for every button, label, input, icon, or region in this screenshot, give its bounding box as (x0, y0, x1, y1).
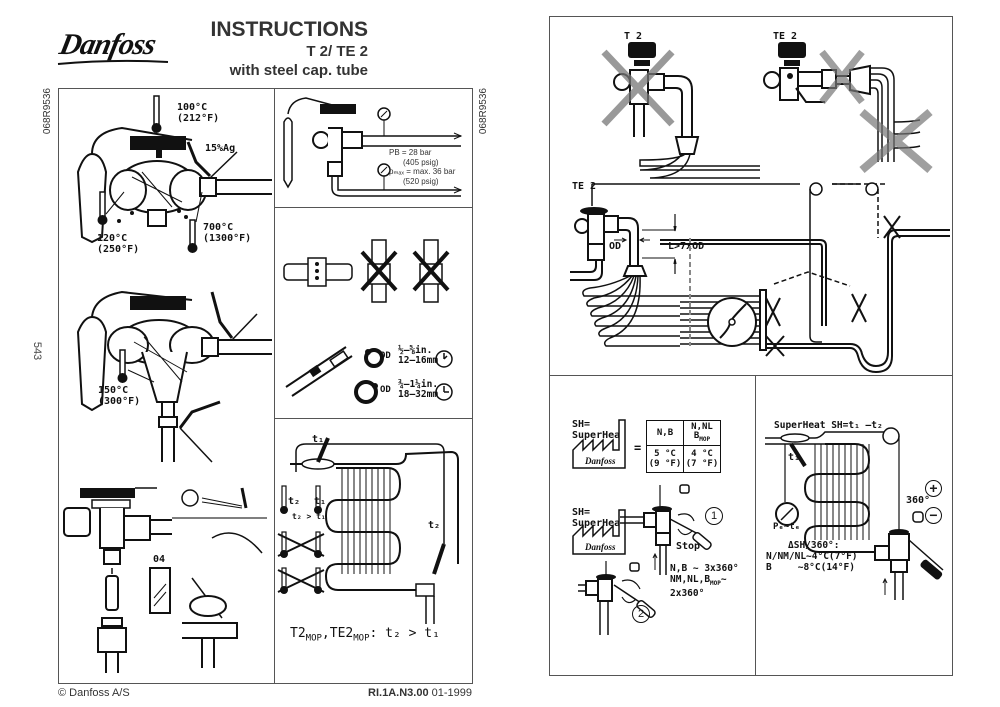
te2-valve-wrong-routing (763, 42, 933, 174)
page-subtitle-model: T 2/ TE 2 (306, 43, 368, 60)
header-nb: N,B (646, 420, 684, 446)
thermometer-pair-ok (280, 485, 322, 514)
left-column-divider (274, 88, 275, 684)
bulb-range-large: ¾–1¼in. 18–32mm (398, 379, 439, 400)
evaporator-fins (814, 444, 870, 540)
superheat-table: N,B N,NL BMOP 5 °C(9 °F) 4 °C(7 °F) (646, 420, 721, 473)
header-nnl-bmop: N,NL BMOP (683, 420, 721, 446)
stop-label: Stop (676, 541, 701, 552)
label-te2: TE 2 (773, 31, 798, 42)
doc-code-left: 068R9536 (42, 88, 53, 135)
valve-step-1 (620, 484, 712, 575)
temp-right: 700°C (1300°F) (203, 222, 252, 244)
label-t1: t₁ (788, 452, 801, 463)
valve-adjust-illustration (578, 484, 712, 635)
pressure-label: Pₑ~tₑ (773, 522, 801, 532)
pressure-gauge-icon (775, 502, 799, 526)
pressure-spec: PB = 28 bar (405 psig) pₘₐₓ = max. 36 ba… (389, 148, 456, 186)
right-page-divider-h (549, 375, 953, 376)
orifice-assembly-illustration (63, 487, 267, 673)
temp-left: 120°C (250°F) (97, 233, 140, 255)
page-title: INSTRUCTIONS (210, 18, 369, 41)
pressure-gauge-icon-top (377, 107, 391, 136)
sh-definition-1: SH= SuperHeat (572, 419, 627, 441)
bulb-angled-pipe (285, 346, 353, 397)
pressure-gauge-icon-bottom (377, 163, 391, 190)
svg-text:Danfoss: Danfoss (584, 456, 616, 466)
label-t1-bulb: t₁ (312, 434, 325, 445)
od-label-1: OD (380, 351, 391, 361)
label-compare: t₂ > t₁ (292, 512, 326, 521)
bulb-wrong-vertical-1 (360, 239, 398, 303)
bulb-mounting-illustration (283, 239, 453, 404)
bulb-correct-horizontal (283, 257, 353, 287)
step-1-badge: 1 (705, 507, 723, 525)
superheat-formula: SuperHeat SH=t₁ –t₂ (774, 420, 883, 431)
bulb-range-small: ½–⅝in. 12–16mm (398, 345, 439, 366)
evaporator-fins (341, 468, 391, 574)
thermometer-pair-wrong-2 (277, 567, 325, 594)
factory-icon-2: Danfoss (572, 509, 626, 555)
thermometer-icon-left (97, 191, 108, 225)
mop-evaporator-illustration (277, 437, 459, 624)
factory-icon-1: Danfoss (572, 419, 626, 469)
rotation-label: 360° (906, 495, 931, 506)
clock-icon-2 (435, 383, 453, 401)
distributor-installation-illustration (601, 42, 933, 179)
doc-code-right: 068R9536 (478, 88, 489, 135)
danfoss-logo: Danfoss (56, 28, 159, 61)
value-nnl-bmop: 4 °C(7 °F) (683, 445, 721, 473)
thermometer-icon (117, 349, 128, 383)
bulb-wrong-vertical-2 (412, 239, 450, 303)
sh-definition-2: SH= SuperHeat (572, 507, 627, 529)
equals-sign: = (634, 441, 642, 455)
thermometer-icon-top (151, 95, 162, 133)
mop-formula: T2MOP,TE2MOP: t₂ > t₁ (290, 626, 440, 644)
od-label-2: OD (380, 385, 391, 395)
decrease-icon: − (925, 507, 942, 524)
distributor-tubes (582, 275, 680, 347)
pressure-test-illustration (283, 97, 463, 197)
temp-top: 100°C (212°F) (177, 102, 220, 124)
right-column-divider-1 (274, 207, 473, 208)
pipe-section-small (364, 348, 384, 368)
temp-wrapped: 150°C (300°F) (98, 385, 141, 407)
step-2-badge: 2 (632, 605, 650, 623)
fan-icon (707, 297, 757, 347)
valve-brazing-illustration (76, 95, 272, 253)
label-t2-col: t₂ (288, 496, 301, 507)
delta-sh-spec: ΔSH/360°: N/NM/NL~4°C(7°F) B~8°C(14°F) (766, 540, 858, 573)
clock-icon-1 (435, 350, 453, 368)
page-number: 543 (31, 341, 44, 361)
page-subtitle-tube: with steel cap. tube (229, 62, 368, 79)
system-layout-illustration (570, 182, 950, 374)
orifice-label: 04 (153, 554, 166, 565)
right-page-divider-v (755, 375, 756, 676)
logo-underline (57, 59, 169, 65)
valve-wrapped-illustration (76, 290, 272, 463)
solder-spec: 15%Ag (205, 143, 236, 154)
turns-spec: N,B ~ 3x360° NM,NL,BMOP~ 2x360° (670, 563, 739, 599)
t2-valve-wrong (601, 42, 760, 179)
superheat-adjust-illustration (765, 427, 944, 600)
label-t2: T 2 (624, 31, 643, 42)
label-te2-layout: TE 2 (572, 181, 597, 192)
thermometer-icon-right (187, 219, 198, 253)
increase-icon: + (925, 480, 942, 497)
label-t1-col: t₁ (314, 496, 327, 507)
filter-cartridge-icon (149, 567, 171, 614)
copyright: © Danfoss A/S (58, 687, 130, 699)
value-nb: 5 °C(9 °F) (646, 445, 684, 473)
right-page-frame (549, 16, 953, 676)
svg-text:Danfoss: Danfoss (584, 542, 616, 552)
pipe-section-large (354, 380, 378, 404)
document-reference: RI.1A.N3.00 01-1999 (368, 687, 472, 699)
label-length-rule: L>7xOD (668, 241, 705, 252)
label-t2-valve: t₂ (428, 520, 441, 531)
left-page-frame (58, 88, 473, 684)
right-column-divider-2 (274, 418, 473, 419)
label-od: OD (609, 241, 622, 252)
thermometer-pair-wrong-1 (277, 531, 325, 558)
